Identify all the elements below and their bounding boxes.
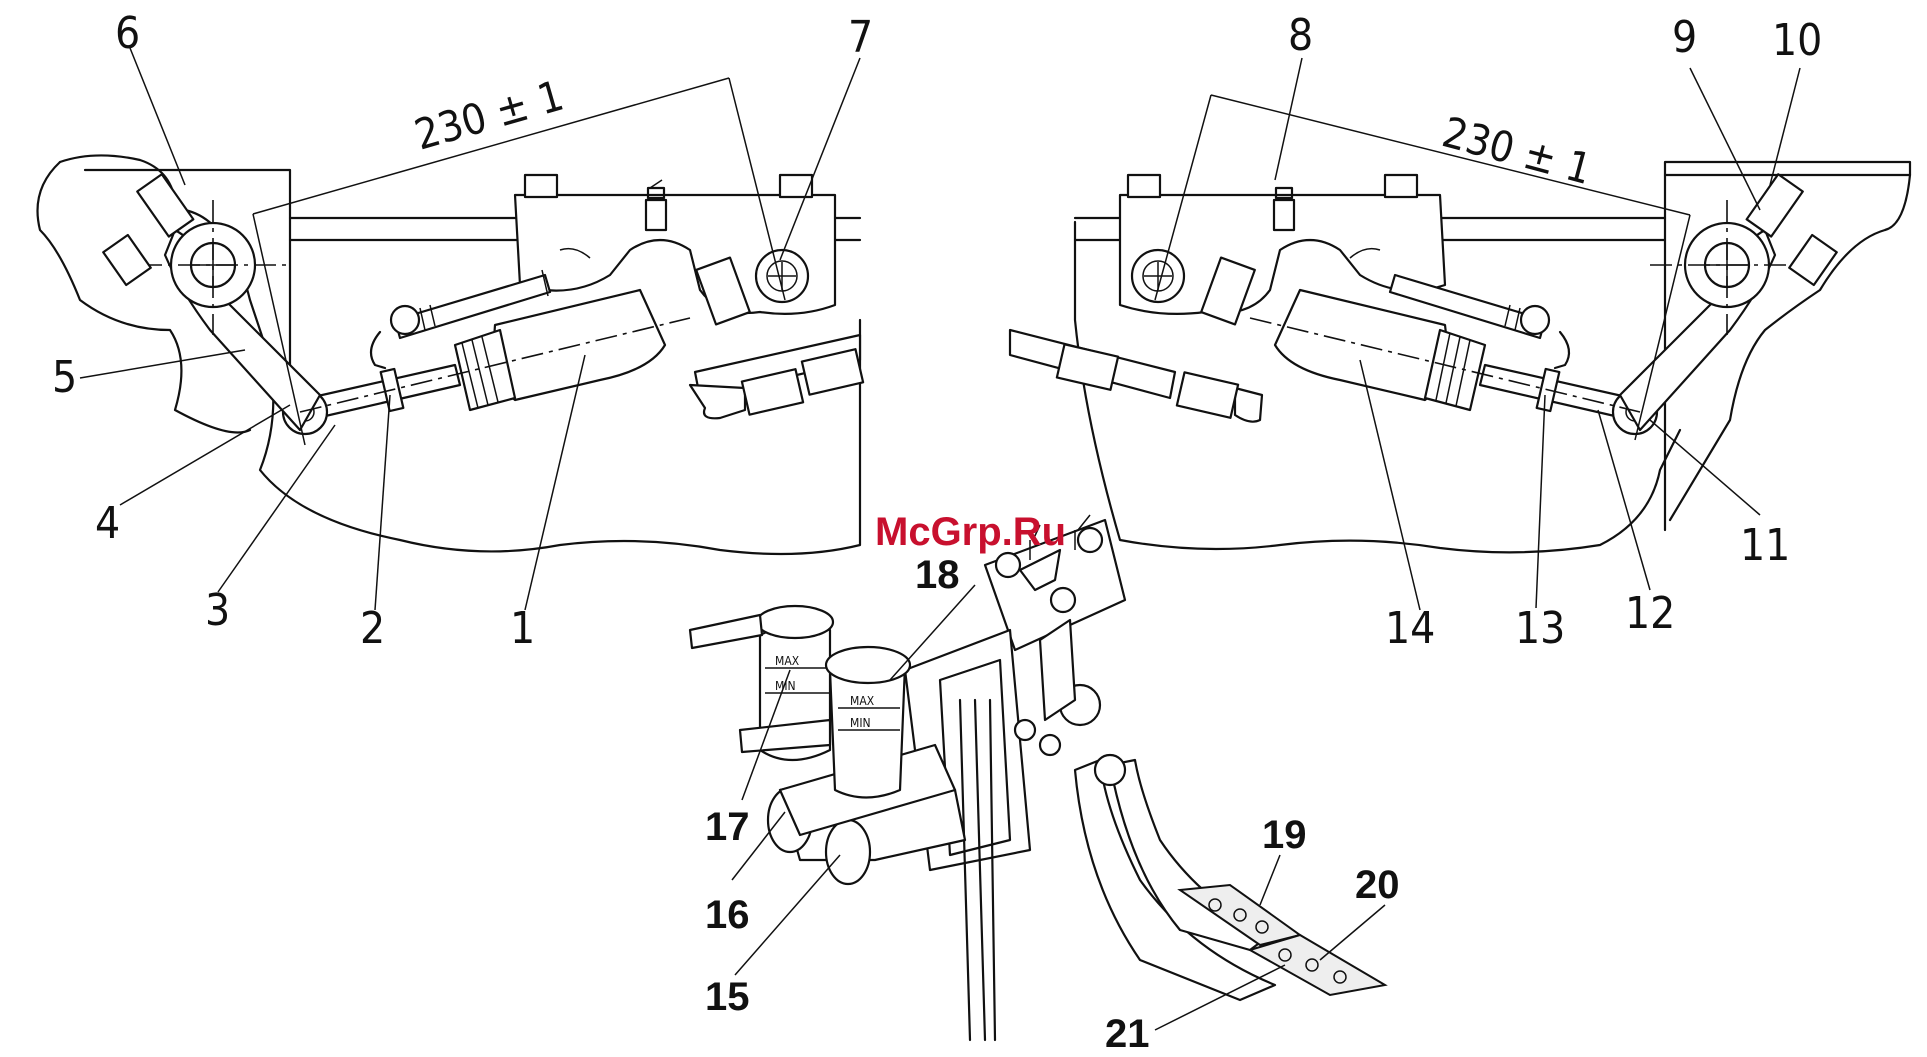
callout-1: 1 <box>510 603 535 654</box>
right-hex-fitting-b <box>1177 372 1238 418</box>
left-bolt-b <box>780 175 812 197</box>
reservoir-17-cap <box>757 606 833 638</box>
callout-11: 11 <box>1740 520 1790 571</box>
reservoir-17-hose <box>690 615 762 648</box>
right-cylinder-body <box>1275 290 1446 400</box>
callout-2: 2 <box>360 603 385 654</box>
leader-6 <box>130 48 185 185</box>
callout-7: 7 <box>848 12 873 63</box>
callout-6: 6 <box>115 8 140 59</box>
callout-9: 9 <box>1672 12 1697 63</box>
callout-18: 18 <box>915 553 960 597</box>
leader-5 <box>80 350 245 378</box>
leader-13 <box>1536 395 1545 608</box>
callout-13: 13 <box>1515 603 1565 654</box>
master-cylinder-15 <box>826 820 870 884</box>
right-spring-hook <box>1555 332 1569 368</box>
right-top-plate <box>1665 162 1910 175</box>
leader-11 <box>1650 420 1760 515</box>
leader-3 <box>218 425 335 592</box>
leader-9 <box>1690 68 1760 210</box>
reservoir-18-cap <box>826 647 910 683</box>
leader-10 <box>1770 68 1800 185</box>
reservoir-17-max: MAX <box>775 654 800 668</box>
callout-20: 20 <box>1355 863 1400 907</box>
right-elbow <box>1235 388 1262 422</box>
right-dimension-label: 230 ± 1 <box>1437 107 1596 194</box>
left-elbow <box>690 385 745 418</box>
reservoir-18-max: MAX <box>850 694 875 708</box>
callout-4: 4 <box>95 498 120 549</box>
watermark: McGrp.Ru <box>875 510 1066 554</box>
callout-19: 19 <box>1262 813 1307 857</box>
right-hex-fitting-a <box>1057 344 1118 390</box>
leader-19 <box>1260 855 1280 905</box>
left-bleed-valve <box>646 200 666 230</box>
left-assembly: 230 ± 1 <box>38 48 864 610</box>
callout-12: 12 <box>1625 588 1675 639</box>
callout-16: 16 <box>705 893 750 937</box>
callout-15: 15 <box>705 975 750 1019</box>
left-bolt-a <box>525 175 557 197</box>
right-bolt-b <box>1385 175 1417 197</box>
leader-12 <box>1598 410 1650 590</box>
left-spring-hook <box>371 332 385 368</box>
leader-2 <box>375 395 390 610</box>
right-stop-bolt <box>1747 174 1803 236</box>
leader-15 <box>735 855 840 975</box>
callout-14: 14 <box>1385 603 1435 654</box>
callout-10: 10 <box>1772 15 1822 66</box>
right-bolt-a <box>1128 175 1160 197</box>
leader-8 <box>1275 58 1302 180</box>
callout-3: 3 <box>205 585 230 636</box>
pedal-assembly: MAX MIN MAX MIN <box>690 515 1385 1040</box>
callout-5: 5 <box>52 352 77 403</box>
callout-8: 8 <box>1288 10 1313 61</box>
callout-17: 17 <box>705 805 750 849</box>
leader-20 <box>1320 905 1385 960</box>
reservoir-18-min: MIN <box>850 716 871 730</box>
right-bleed-valve <box>1274 200 1294 230</box>
callout-21: 21 <box>1105 1012 1150 1052</box>
